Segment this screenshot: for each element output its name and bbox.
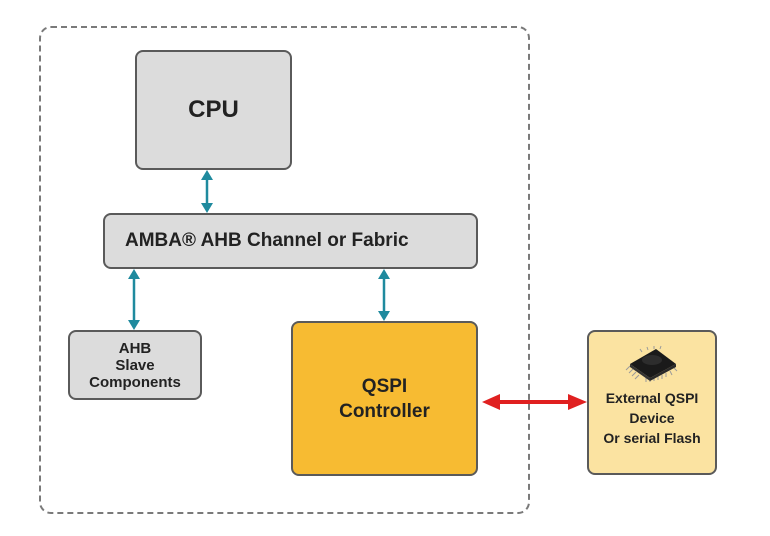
ahb-slave-block: AHB Slave Components	[68, 330, 202, 400]
soc-boundary	[39, 26, 530, 514]
qspi-label-line: QSPI	[361, 375, 408, 397]
chip-icon	[625, 345, 678, 382]
qspi-label-line: Controller	[339, 400, 430, 422]
cpu-block: CPU	[135, 50, 292, 170]
qspi-external-arrow	[482, 394, 587, 410]
qspi-controller-block: QSPI Controller	[291, 321, 478, 476]
slave-label-line: Slave	[115, 356, 155, 374]
cpu-label: CPU	[188, 96, 239, 123]
cpu-bus-arrow	[201, 170, 213, 213]
bus-slave-arrow	[128, 269, 140, 330]
bus-qspi-arrow	[378, 269, 390, 321]
external-qspi-device-block: External QSPI Device Or serial Flash	[587, 330, 717, 475]
external-label-line: Device	[629, 410, 675, 426]
ahb-bus-block: AMBA® AHB Channel or Fabric	[103, 213, 478, 269]
external-label-line: Or serial Flash	[603, 430, 701, 446]
external-label-line: External QSPI	[605, 390, 699, 406]
slave-label-line: AHB	[118, 339, 152, 357]
ahb-bus-label: AMBA® AHB Channel or Fabric	[125, 230, 409, 251]
slave-label-line: Components	[89, 373, 181, 391]
